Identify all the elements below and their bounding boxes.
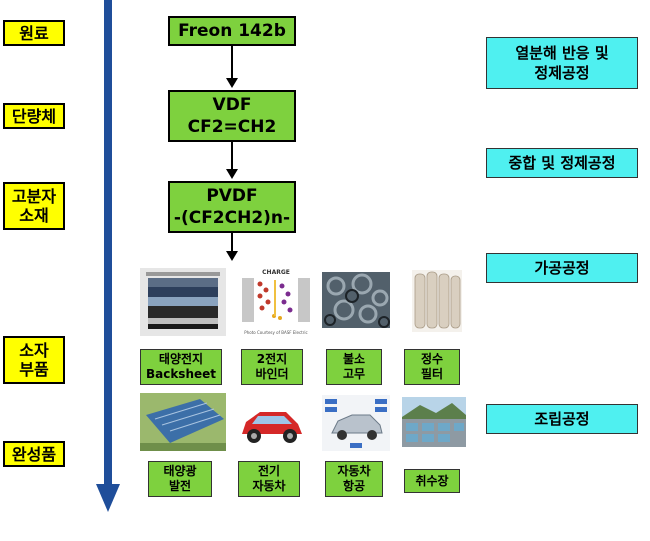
stage-raw-material: 원료 bbox=[3, 20, 65, 46]
component-battery-binder: 2전지 바인더 bbox=[241, 349, 303, 385]
flow-vdf: VDF CF2=CH2 bbox=[168, 90, 296, 142]
stage-device-part: 소자 부품 bbox=[3, 336, 65, 384]
flow-freon-142b: Freon 142b bbox=[168, 16, 296, 46]
process-pyrolysis-purification: 열분해 반응 및 정제공정 bbox=[486, 37, 638, 89]
flow-pvdf: PVDF -(CF2CH2)n- bbox=[168, 181, 296, 233]
component-water-filter: 정수 필터 bbox=[404, 349, 460, 385]
water-intake-plant-image bbox=[402, 397, 466, 447]
battery-photo-caption: Photo Courtesy of BASF Electric bbox=[244, 330, 308, 335]
timeline-arrow bbox=[96, 0, 120, 512]
automotive-aerospace-image bbox=[322, 395, 390, 451]
process-fabrication: 가공공정 bbox=[486, 253, 638, 283]
component-fluoro-rubber: 불소 고무 bbox=[326, 349, 382, 385]
process-assembly: 조립공정 bbox=[486, 404, 638, 434]
process-polymerization-purification: 중합 및 정제공정 bbox=[486, 148, 638, 178]
solar-power-plant-image bbox=[140, 393, 226, 451]
stage-monomer: 단량체 bbox=[3, 103, 65, 129]
arrow-head bbox=[226, 169, 238, 179]
electric-car-image bbox=[236, 400, 306, 450]
water-filter-image bbox=[412, 270, 462, 332]
fluoro-rubber-image bbox=[322, 272, 390, 328]
solar-backsheet-image bbox=[140, 268, 226, 336]
product-automotive-aerospace: 자동차 항공 bbox=[325, 461, 383, 497]
battery-charge-label: CHARGE bbox=[262, 269, 290, 276]
battery-binder-image: CHARGE Photo Courtesy of BASF Electric bbox=[236, 268, 316, 338]
stage-finished-product: 완성품 bbox=[3, 441, 65, 467]
arrow-head bbox=[226, 251, 238, 261]
product-water-intake: 취수장 bbox=[404, 469, 460, 493]
component-solar-backsheet: 태양전지 Backsheet bbox=[140, 349, 222, 385]
arrow-head bbox=[226, 78, 238, 88]
stage-polymer-material: 고분자 소재 bbox=[3, 182, 65, 230]
product-solar-power: 태양광 발전 bbox=[148, 461, 212, 497]
product-electric-vehicle: 전기 자동차 bbox=[238, 461, 300, 497]
